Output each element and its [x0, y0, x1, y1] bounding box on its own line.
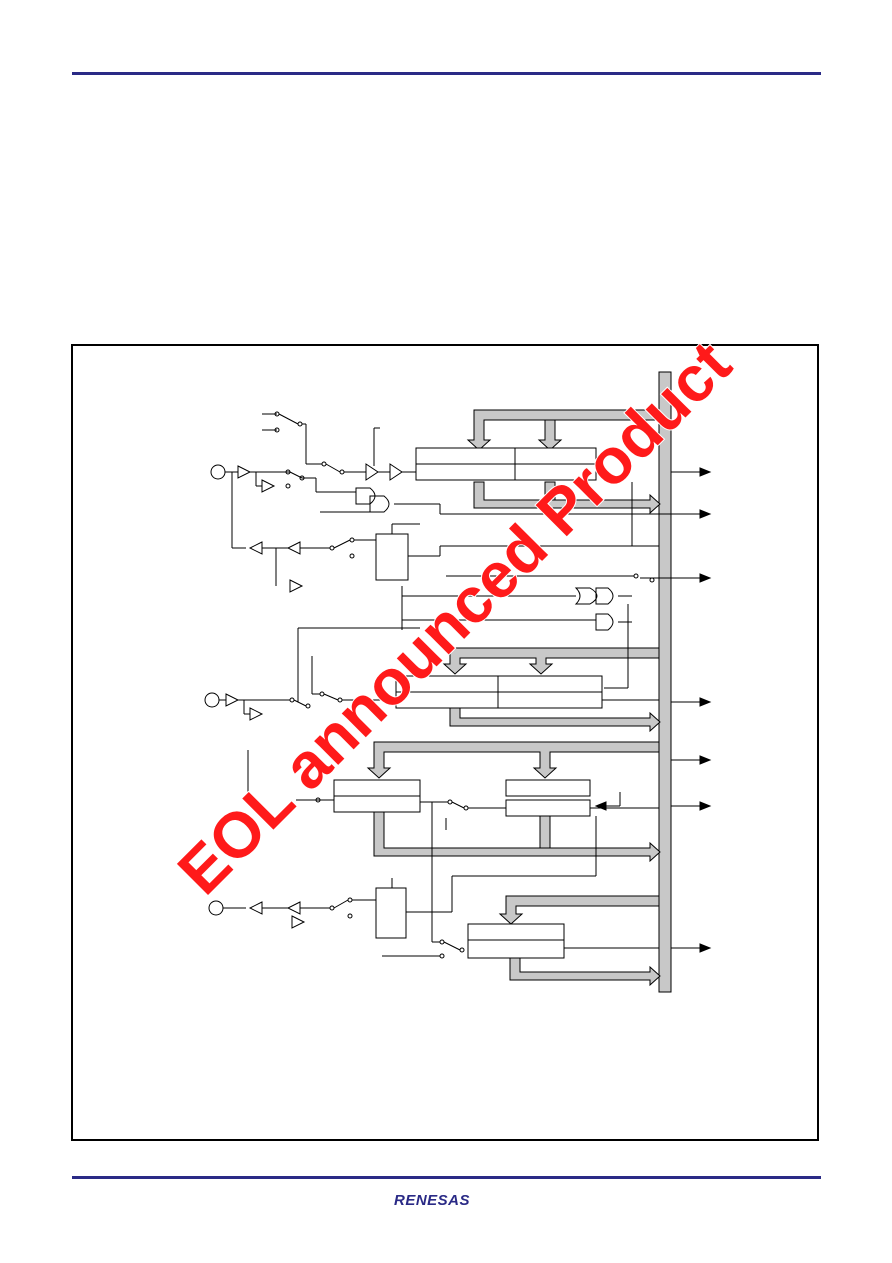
register-block	[505, 779, 591, 797]
bus-arrow	[537, 419, 563, 451]
register-block	[415, 447, 597, 465]
register-block	[395, 675, 603, 693]
register-block	[333, 795, 421, 813]
bus-arrow	[366, 741, 660, 779]
bus-arrow	[442, 647, 660, 675]
bus-arrow	[473, 481, 661, 515]
register-block	[467, 923, 565, 941]
register-block	[415, 463, 597, 481]
pin-circle	[210, 464, 226, 480]
footer-rule	[72, 1176, 821, 1179]
register-block	[467, 939, 565, 959]
bus-arrow	[544, 481, 556, 501]
register-block	[333, 779, 421, 797]
bus-arrow	[498, 895, 660, 925]
pin-circle	[208, 900, 224, 916]
flip-flop	[375, 887, 407, 939]
register-block	[505, 799, 591, 817]
bus-arrow	[466, 409, 660, 451]
bus-arrow	[373, 811, 661, 863]
bus-arrow	[509, 957, 661, 987]
header-rule	[72, 72, 821, 75]
register-block	[395, 691, 603, 709]
logo-text: RENESAS	[394, 1192, 470, 1209]
figure-frame	[71, 344, 819, 1141]
internal-data-bus	[658, 371, 672, 993]
pin-circle	[204, 692, 220, 708]
renesas-logo: RENESAS	[394, 1192, 470, 1209]
bus-arrow	[449, 707, 661, 733]
flip-flop	[375, 533, 409, 581]
